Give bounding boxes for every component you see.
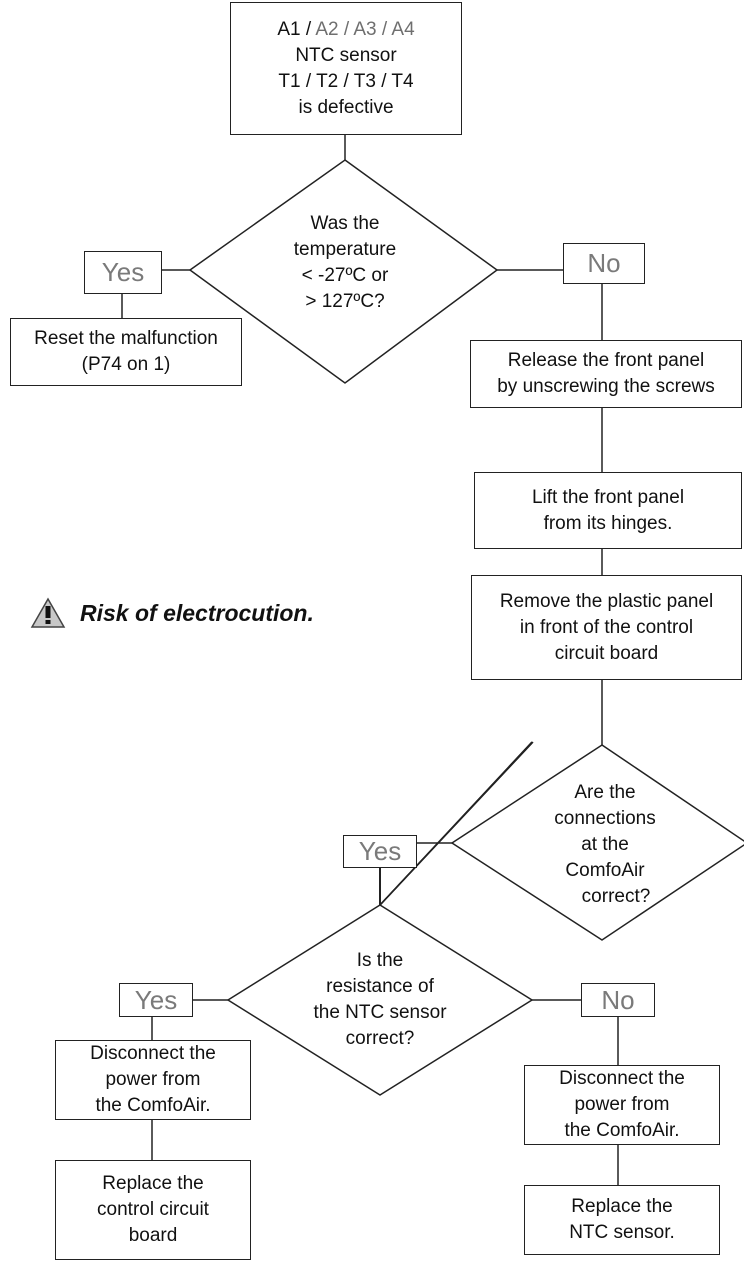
no-label-3: No [581,983,655,1017]
yes-label-1: Yes [84,251,162,294]
right-replace-line-1: Replace the [571,1196,673,1217]
start-defect-box: A1 / A2 / A3 / A4 NTC sensor T1 / T2 / T… [230,2,462,135]
start-line-3: T1 / T2 / T3 / T4 [278,70,414,92]
q1-text: Was the temperature < -27ºC or > 127ºC? [245,203,445,323]
right-disconnect-line-2: power from [574,1094,670,1115]
yes-label-2: Yes [343,835,417,868]
right-disconnect-line-1: Disconnect the [559,1068,685,1089]
no-label-1: No [563,243,645,284]
lift-front-panel-box: Lift the front panel from its hinges. [474,472,742,549]
step3-line-1: Remove the plastic panel [499,590,714,612]
replace-ntc-sensor-box: Replace the NTC sensor. [524,1185,720,1255]
q3-line-3: the NTC sensor [313,1002,447,1023]
electrocution-warning: Risk of electrocution. [30,597,314,629]
q1-line-3: < -27ºC or [301,265,389,286]
reset-malfunction-box: Reset the malfunction (P74 on 1) [10,318,242,386]
start-code-prefix: A1 / [277,18,316,40]
step3-line-3: circuit board [554,642,659,664]
decision-diamond-1 [188,159,499,384]
step2-line-1: Lift the front panel [531,486,685,508]
disconnect-power-left-box: Disconnect the power from the ComfoAir. [55,1040,251,1120]
warning-triangle-icon [30,597,66,628]
left-replace-line-1: Replace the [102,1173,204,1194]
q3-text: Is the resistance of the NTC sensor corr… [290,940,470,1060]
decision-diamond-resistance-true-shape [379,741,534,906]
start-code-rest: A2 / A3 / A4 [315,18,415,40]
left-disconnect-line-3: the ComfoAir. [95,1095,211,1116]
q2-line-5: correct? [581,886,651,907]
decision-diamond-2 [450,744,744,941]
q1-line-2: temperature [293,239,397,260]
q2-line-1: Are the [574,782,636,803]
step2-line-2: from its hinges. [543,512,673,534]
left-disconnect-line-1: Disconnect the [90,1043,216,1064]
step1-line-1: Release the front panel [507,350,705,371]
start-line-2: NTC sensor [295,44,397,66]
q3-line-2: resistance of [326,976,434,997]
reset-line-1: Reset the malfunction [34,328,218,349]
release-front-panel-box: Release the front panel by unscrewing th… [470,340,742,408]
start-line-4: is defective [298,96,394,118]
reset-line-2: (P74 on 1) [81,354,171,375]
q1-line-4: > 127ºC? [305,291,385,312]
left-disconnect-line-2: power from [105,1069,201,1090]
remove-plastic-panel-box: Remove the plastic panel in front of the… [471,575,742,680]
q3-line-4: correct? [345,1028,415,1049]
start-line-1: A1 / A2 / A3 / A4 [277,17,414,43]
disconnect-power-right-box: Disconnect the power from the ComfoAir. [524,1065,720,1145]
q2-line-2: connections [554,808,656,829]
left-replace-line-3: board [128,1225,178,1246]
step1-line-2: by unscrewing the screws [497,376,715,397]
left-replace-line-2: control circuit [97,1199,209,1220]
step3-line-2: in front of the control [519,616,694,638]
yes-label-3: Yes [119,983,193,1017]
q1-line-1: Was the [310,213,380,234]
q2-line-4: ComfoAir [565,860,645,881]
right-replace-line-2: NTC sensor. [569,1222,675,1243]
right-disconnect-line-3: the ComfoAir. [564,1120,680,1141]
warning-text: Risk of electrocution. [80,599,314,626]
q2-line-3: at the [581,834,629,855]
q3-line-1: Is the [356,950,404,971]
q2-text: Are the connections at the ComfoAir corr… [520,770,690,920]
decision-diamond-3-used [226,904,534,1096]
replace-control-board-box: Replace the control circuit board [55,1160,251,1260]
